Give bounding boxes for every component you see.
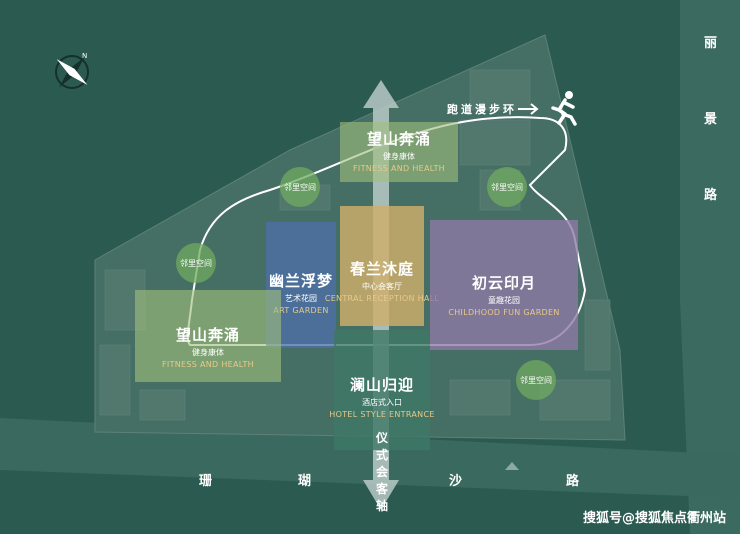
compass-icon: N (55, 52, 89, 89)
zone-subtitle: 健身康体 (383, 152, 415, 161)
zone-title: 望山奔涌 (366, 130, 431, 148)
neighbor-space-2: 邻里空间 (487, 167, 527, 207)
zone-childhood-garden: 初云印月 童趣花园 CHILDHOOD FUN GARDEN (430, 220, 578, 350)
zone-central-reception: 春兰沐庭 中心会客厅 CENTRAL RECEPTION HALL (325, 206, 439, 326)
zone-north-fitness: 望山奔涌 健身康体 FITNESS AND HEALTH (340, 122, 458, 182)
zone-title: 望山奔涌 (175, 326, 240, 344)
east-road-band (680, 0, 740, 534)
south-road-char-2: 瑚 (298, 474, 312, 489)
zone-title: 初云印月 (471, 274, 536, 292)
runner-icon (551, 91, 577, 126)
ceremony-axis-label: 仪 式 会 客 轴 (375, 431, 388, 513)
south-road-char-3: 沙 (449, 474, 463, 489)
watermark: 搜狐号@搜狐焦点衢州站 (582, 511, 726, 526)
zone-subtitle: 童趣花园 (488, 296, 520, 305)
east-road-char-2: 景 (704, 112, 718, 127)
zone-hotel-entrance: 澜山归迎 酒店式入口 HOTEL STYLE ENTRANCE (329, 330, 434, 450)
neighbor-space-3: 邻里空间 (176, 243, 216, 283)
south-road-char-1: 珊 (199, 474, 213, 489)
zone-english: CENTRAL RECEPTION HALL (324, 294, 440, 303)
zone-subtitle: 酒店式入口 (362, 398, 402, 407)
east-road-char-1: 丽 (704, 36, 718, 51)
zone-subtitle: 健身康体 (192, 348, 224, 357)
zone-title: 澜山归迎 (349, 376, 414, 394)
running-loop-path (186, 116, 587, 346)
east-road-char-3: 路 (704, 188, 718, 203)
south-road-char-4: 路 (566, 474, 580, 489)
zone-subtitle: 艺术花园 (285, 294, 317, 303)
building-footprints (99, 69, 611, 421)
entrance-marker (505, 462, 519, 470)
zone-title: 幽兰浮梦 (268, 272, 333, 290)
zone-english: ART GARDEN (273, 306, 329, 315)
south-road-band (0, 418, 740, 498)
zone-art-garden: 幽兰浮梦 艺术花园 ART GARDEN (266, 222, 336, 348)
running-loop-label: 跑道漫步环 (447, 103, 517, 116)
zone-subtitle: 中心会客厅 (362, 282, 402, 291)
svg-text:N: N (82, 52, 87, 60)
neighbor-space-1: 邻里空间 (280, 167, 320, 207)
zone-english: HOTEL STYLE ENTRANCE (329, 410, 435, 419)
zone-english: FITNESS AND HEALTH (162, 360, 254, 369)
zone-title: 春兰沐庭 (349, 260, 414, 278)
zone-english: CHILDHOOD FUN GARDEN (448, 308, 560, 317)
arrow-right-icon (518, 103, 539, 115)
neighbor-space-4: 邻里空间 (516, 360, 556, 400)
zone-west-fitness: 望山奔涌 健身康体 FITNESS AND HEALTH (135, 290, 281, 382)
zone-english: FITNESS AND HEALTH (353, 164, 445, 173)
